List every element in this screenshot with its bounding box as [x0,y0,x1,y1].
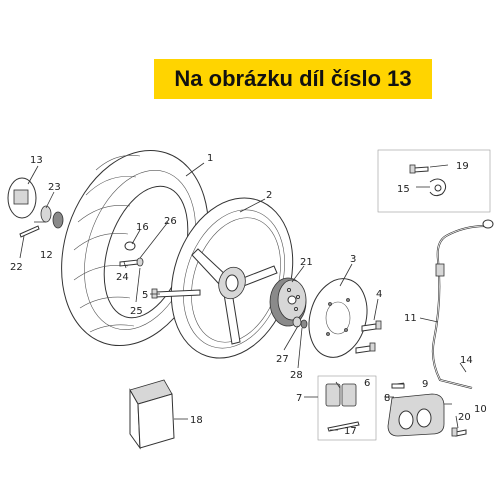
left-hub-parts [7,177,64,238]
callout-16: 16 [136,222,149,233]
brake-pads-box [317,375,377,441]
washers [292,316,308,329]
callout-10: 10 [474,404,487,415]
disc-bolts [355,320,382,354]
callout-17: 17 [344,426,357,437]
callout-20: 20 [458,412,471,423]
callout-11: 11 [404,313,417,324]
brake-disc [308,278,368,358]
wheel-rim [170,197,294,359]
callout-27: 27 [276,354,289,365]
hub-flange [269,277,307,327]
callout-28: 28 [290,370,303,381]
callout-22: 22 [10,262,23,273]
callout-5: 5 [142,290,148,301]
hose-clamp-box [377,149,491,213]
wheel-axle [151,288,201,299]
callout-3: 3 [350,254,356,265]
callout-19: 19 [456,161,469,172]
callout-26: 26 [164,216,177,227]
callout-2: 2 [266,190,272,201]
callout-14: 14 [460,355,473,366]
callout-13: 13 [30,155,43,166]
brake-hose [431,219,494,389]
callout-1: 1 [207,153,213,164]
callout-labels: 1 2 3 4 5 6 7 8 9 10 11 12 13 14 15 16 1… [10,153,487,437]
callout-12: 12 [40,250,53,261]
callout-18: 18 [190,415,203,426]
spacer-parts [119,241,144,267]
banner-text: Na obrázku díl číslo 13 [174,66,412,91]
callout-15: 15 [397,184,410,195]
highlight-banner: Na obrázku díl číslo 13 [154,59,432,99]
caliper-bolt [451,427,467,437]
callout-24: 24 [116,272,129,283]
callout-23: 23 [48,182,61,193]
callout-9: 9 [422,379,428,390]
document-booklet [129,379,175,450]
callout-25: 25 [130,306,143,317]
callout-7: 7 [296,393,302,404]
callout-6: 6 [364,378,370,389]
callout-21: 21 [300,257,313,268]
brake-caliper [387,383,445,437]
leader-lines [19,162,467,431]
callout-4: 4 [376,289,382,300]
callout-8: 8 [384,393,390,404]
